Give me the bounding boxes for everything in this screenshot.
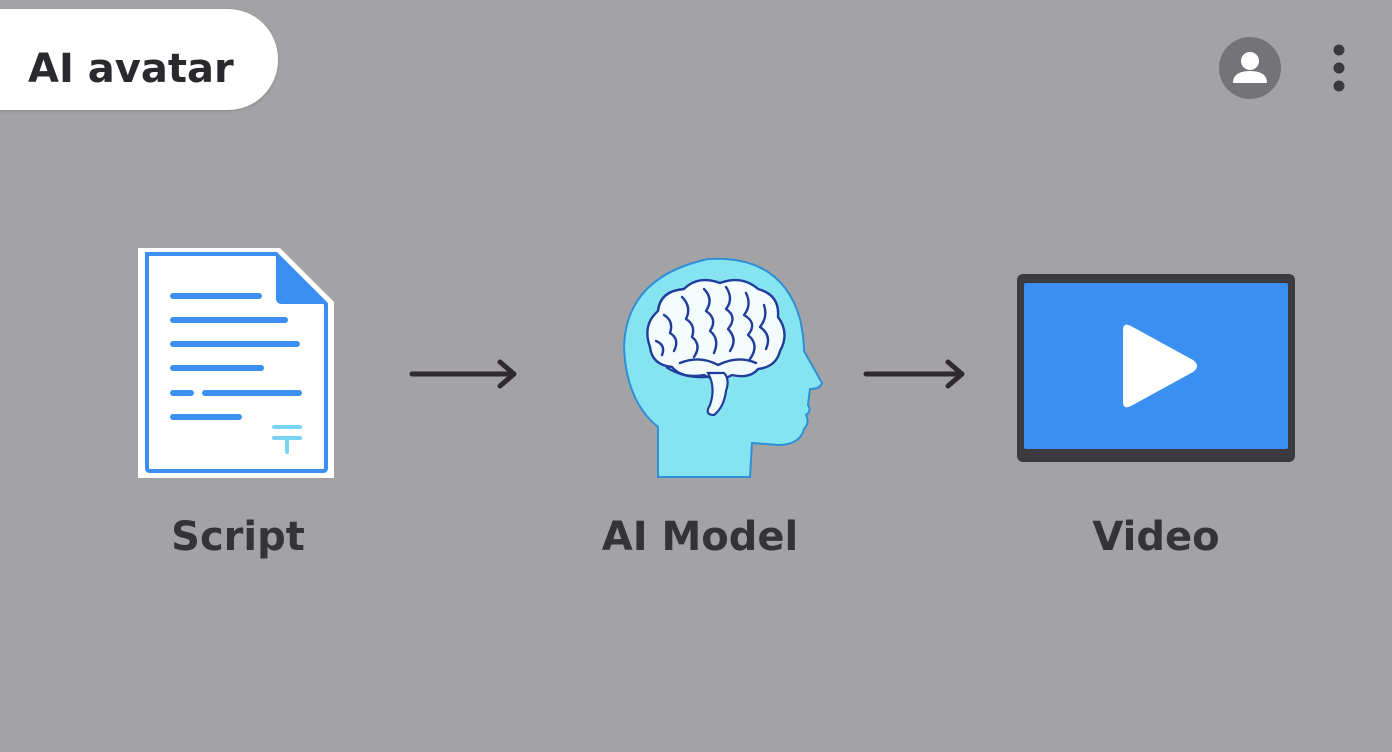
brain-head-icon <box>620 255 825 480</box>
more-menu-button[interactable] <box>1322 42 1356 94</box>
arrow-right-icon <box>409 359 517 389</box>
flow-arrow-1 <box>408 356 522 392</box>
node-label-ai-model: AI Model <box>601 514 799 560</box>
document-icon <box>130 240 342 485</box>
arrow-right-icon <box>863 359 965 389</box>
video-play-icon <box>1015 272 1297 464</box>
flow-arrow-2 <box>862 356 970 392</box>
node-label-script: Script <box>171 514 305 560</box>
node-label-video: Video <box>1092 514 1220 560</box>
more-vert-icon <box>1333 44 1345 92</box>
user-avatar-icon <box>1233 52 1267 83</box>
title-pill: AI avatar <box>0 9 278 110</box>
app-title: AI avatar <box>28 46 234 92</box>
profile-button[interactable] <box>1219 37 1281 99</box>
